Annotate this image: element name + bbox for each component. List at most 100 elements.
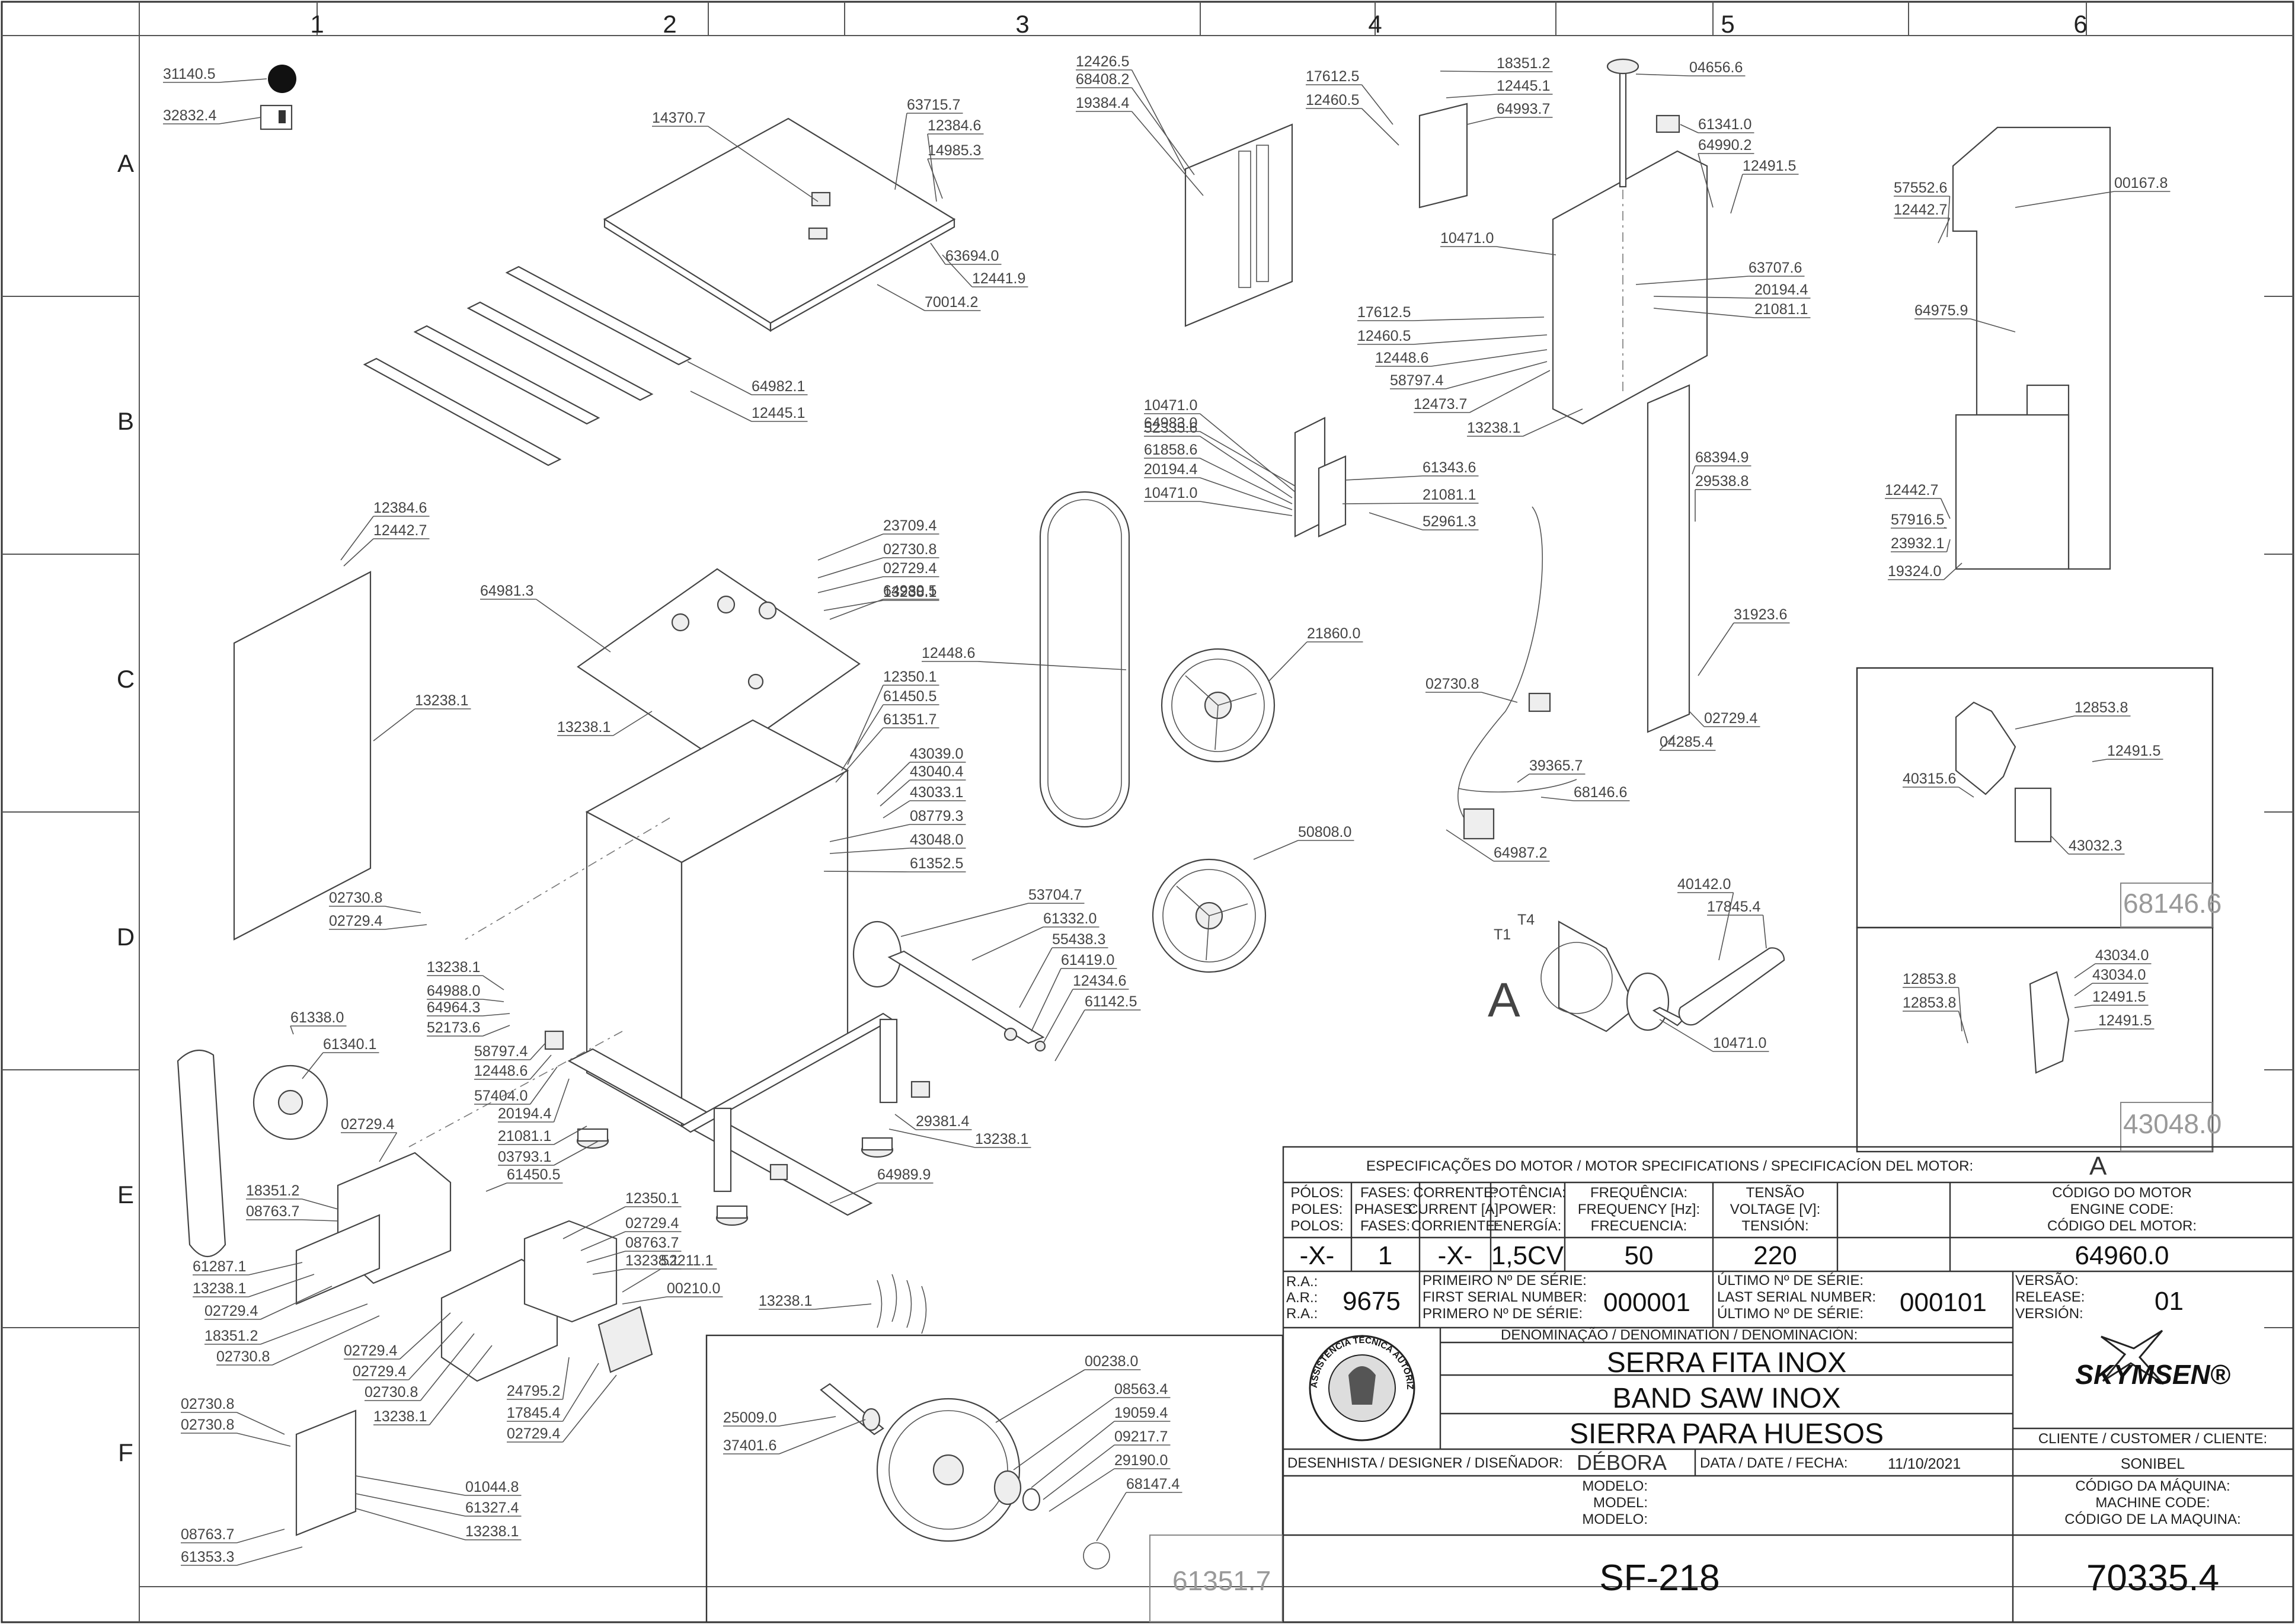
part-label: 12384.6 [373,500,427,516]
denomination-header: DENOMINAÇÃO / DENOMINATION / DENOMINACIÓ… [1501,1327,1858,1343]
grid-row-D: D [117,923,135,951]
part-label: 50808.0 [1298,824,1351,840]
part-label: 13238.1 [759,1293,812,1309]
client-value: SONIBEL [2121,1456,2185,1472]
part-label: 61353.3 [181,1549,234,1565]
part-label: 31140.5 [163,66,216,82]
part-label: 02730.8 [181,1417,234,1433]
model-label-en: MODEL: [1593,1495,1648,1511]
part-label: 68146.6 [1574,784,1627,801]
part-label: 43039.0 [910,746,963,762]
table-top [603,117,956,324]
motor-spec-label: CÓDIGO DO MOTOR [2052,1185,2192,1201]
part-label: 12491.5 [2092,989,2146,1005]
part-label: 58797.4 [1390,372,1443,389]
motor-wire-label-t4: T4 [1517,912,1535,928]
motor-spec-label: TENSIÓN: [1741,1218,1808,1234]
motor-spec-label: FASES: [1360,1185,1410,1201]
part-label: 18351.2 [204,1328,258,1344]
motor-spec-label: POLOS: [1290,1218,1343,1234]
skymsen-logo: SKYMSEN® [2075,1329,2230,1390]
part-label: 61338.0 [290,1009,344,1026]
part-label: 29538.8 [1695,473,1749,490]
part-label: 12448.6 [922,645,975,661]
motor-spec-header: ESPECIFICAÇÕES DO MOTOR / MOTOR SPECIFIC… [1366,1158,1973,1174]
grid-column-2: 2 [663,10,676,38]
part-label: 13238.1 [427,959,480,976]
part-label: 68394.9 [1695,449,1749,466]
part-label: 12445.1 [1497,78,1550,94]
part-label: 02730.8 [329,890,382,906]
part-label: 21081.1 [498,1128,551,1145]
ra-label-es: R.A.: [1286,1306,1318,1322]
part-label: 03793.1 [498,1149,551,1165]
part-label: 43034.0 [2095,947,2149,964]
motor-spec-label: CÓDIGO DEL MOTOR: [2047,1218,2197,1234]
part-label: 02730.8 [216,1348,270,1365]
part-label: 12350.1 [625,1190,679,1207]
part-label: 12426.5 [1076,53,1129,70]
part-label: 64982.1 [752,378,805,395]
first-serial-value: 000001 [1603,1288,1690,1317]
version-value: 01 [2155,1287,2184,1316]
part-label: 21081.1 [1423,487,1476,503]
machine-code-label-en: MACHINE CODE: [2095,1495,2210,1511]
grid-column-1: 1 [310,10,324,38]
part-label: 21860.0 [1307,625,1360,642]
part-label: 61352.5 [910,855,963,872]
last-serial-label-es: ÚLTIMO Nº DE SÉRIE: [1717,1306,1864,1322]
machine-code-label-es: CÓDIGO DE LA MAQUINA: [2064,1511,2240,1527]
designer-value: DÉBORA [1577,1450,1667,1475]
part-label: 63715.7 [907,97,960,113]
part-label: 12441.9 [972,270,1025,287]
motor-spec-label: TENSÃO [1746,1185,1805,1201]
part-label: 12853.8 [2075,699,2128,716]
part-label: 12448.6 [1375,350,1428,366]
part-label: 08763.7 [625,1235,679,1251]
denomination-es: SIERRA PARA HUESOS [1570,1418,1884,1450]
denomination-en: BAND SAW INOX [1613,1383,1841,1414]
motor-spec-value-cell: 220 [1753,1241,1797,1270]
part-label: 64989.9 [877,1166,931,1183]
first-serial-label-en: FIRST SERIAL NUMBER: [1423,1289,1587,1305]
last-serial-value: 000101 [1900,1288,1987,1317]
version-label-es: VERSIÓN: [2015,1306,2083,1322]
lower-wheel [1152,858,1267,973]
part-label: 64981.3 [480,583,533,599]
part-label: 43040.4 [910,763,963,780]
part-label: 19059.4 [1114,1405,1168,1421]
part-label: 08779.3 [910,808,963,824]
part-label: 23932.1 [1891,535,1944,552]
motor-spec-label: FRECUENCIA: [1591,1218,1687,1234]
grid-column-4: 4 [1368,10,1382,38]
part-label: 02730.8 [365,1384,418,1401]
part-label: 13238.1 [193,1280,246,1297]
first-serial-label-pt: PRIMEIRO Nº DE SÉRIE: [1423,1273,1587,1289]
part-label: 64990.2 [1698,137,1751,154]
part-label: 64987.2 [1494,845,1547,861]
client-label: CLIENTE / CUSTOMER / CLIENTE: [2038,1431,2267,1447]
part-label: 61327.4 [465,1500,519,1516]
machine-code-value: 70335.4 [2086,1558,2219,1599]
part-label: 02730.8 [883,541,936,558]
part-label: 02729.4 [625,1215,679,1232]
part-label: 61450.5 [883,688,936,705]
detail-box-2-code: 43048.0 [2123,1108,2222,1139]
motor-spec-label: POTÊNCIA: [1489,1185,1565,1201]
part-label: 17845.4 [1707,899,1760,915]
designer-label: DESENHISTA / DESIGNER / DISEÑADOR: [1287,1455,1563,1471]
motor-spec-label: CURRENT [A]: [1408,1201,1503,1217]
part-label: 08763.7 [246,1203,299,1220]
safety-dot-icon [268,65,296,93]
motor-spec-label: PÓLOS: [1290,1185,1343,1201]
part-label: 12384.6 [928,117,981,134]
version-label-pt: VERSÃO: [2015,1273,2079,1289]
part-label: 61341.0 [1698,116,1751,133]
part-label: 52211.1 [661,1252,714,1269]
part-label: 12491.5 [1743,158,1796,174]
part-label: 02729.4 [1704,710,1757,727]
part-label: 63707.6 [1749,260,1802,276]
ra-label-en: A.R.: [1286,1290,1318,1306]
part-label: 02729.4 [344,1342,397,1359]
